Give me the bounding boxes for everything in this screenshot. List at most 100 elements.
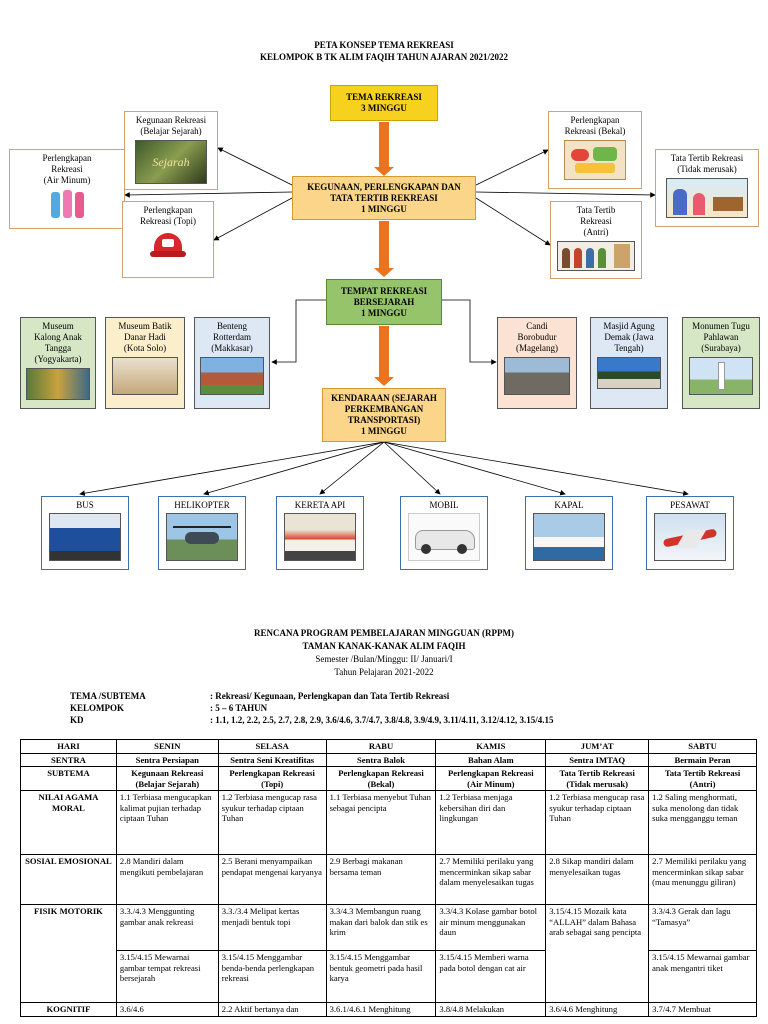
table-row-kog: KOGNITIF 3.6/4.6 2.2 Aktif bertanya dan … xyxy=(20,1002,757,1017)
item-label: Rekreasi (Topi) xyxy=(139,216,197,226)
table-cell: 2.8 Sikap mandiri dalam menyelesaikan tu… xyxy=(545,854,650,905)
place-label: Danar Hadi xyxy=(124,332,166,342)
place-label: (Makkasar) xyxy=(211,343,253,353)
table-cell: Perlengkapan Rekreasi (Air Minum) xyxy=(435,766,547,791)
table-cell: 1.2 Terbiasa mengucap rasa syukur terhad… xyxy=(545,790,650,855)
item-label: Perlengkapan xyxy=(570,115,620,125)
table-cell: 2.2 Aktif bertanya dan xyxy=(217,1002,327,1017)
table-cell: SABTU xyxy=(648,739,757,754)
table-cell: SUBTEMA xyxy=(20,766,117,791)
table-cell: 3.8/4.8 Melakukan xyxy=(435,1002,547,1017)
subtema3-box: KENDARAAN (SEJARAH PERKEMBANGAN TRANSPOR… xyxy=(322,388,446,442)
table-cell: Perlengkapan Rekreasi (Bekal) xyxy=(325,766,437,791)
ship-image xyxy=(533,513,605,561)
subtema3-line4: 1 MINGGU xyxy=(361,426,407,436)
vehicle-pesawat: PESAWAT xyxy=(646,496,734,570)
connector-lines xyxy=(79,147,689,496)
rppm-school: TAMAN KANAK-KANAK ALIM FAQIH xyxy=(302,641,466,651)
place-label: Masjid Agung xyxy=(603,321,655,331)
table-cell: Bahan Alam xyxy=(435,752,547,767)
table-cell: 1.2 Terbiasa menjaga kebersihan diri dan… xyxy=(435,790,547,855)
place-benteng: Benteng Rotterdam (Makkasar) xyxy=(194,317,270,409)
table-cell: 3.15/4.15 Menggambar benda-benda perleng… xyxy=(217,950,327,1003)
vehicle-label: MOBIL xyxy=(429,500,459,510)
kd-label: KD xyxy=(70,715,84,725)
item-label: (Belajar Sejarah) xyxy=(140,126,202,136)
table-cell: FISIK MOTORIK xyxy=(20,904,117,1003)
table-cell: Sentra Seni Kreatifitas xyxy=(217,752,327,767)
place-borobudur: Candi Borobudur (Magelang) xyxy=(497,317,577,409)
place-label: Tengah) xyxy=(614,343,644,353)
place-museum-batik: Museum Batik Danar Hadi (Kota Solo) xyxy=(105,317,185,409)
place-label: Museum Batik xyxy=(118,321,172,331)
place-masjid-demak: Masjid Agung Demak (Jawa Tengah) xyxy=(590,317,668,409)
vehicle-kapal: KAPAL xyxy=(525,496,613,570)
table-cell: RABU xyxy=(325,739,437,754)
table-cell: 2.9 Berbagi makanan bersama teman xyxy=(325,854,437,905)
place-tugu-pahlawan: Monumen Tugu Pahlawan (Surabaya) xyxy=(682,317,760,409)
item-kegunaan-sejarah: Kegunaan Rekreasi (Belajar Sejarah) Seja… xyxy=(124,111,218,190)
table-cell: 2.7 Memiliki perilaku yang mencerminkan … xyxy=(435,854,547,905)
subtema2-line1: TEMPAT REKREASI xyxy=(340,285,428,296)
table-row-fm-a: FISIK MOTORIK 3.3./4.3 Menggunting gamba… xyxy=(20,904,757,1003)
item-label: Perlengkapan xyxy=(42,153,92,163)
lunchbox-icon xyxy=(564,140,626,180)
table-cell: 3.3./3.4 Melipat kertas menjadi bentuk t… xyxy=(217,904,327,951)
subtema1-box: KEGUNAAN, PERLENGKAPAN DAN TATA TERTIB R… xyxy=(292,176,476,220)
arrow-down-3 xyxy=(374,326,394,386)
item-label: (Tidak merusak) xyxy=(677,164,737,174)
arrow-down-2 xyxy=(374,221,394,277)
place-label: (Magelang) xyxy=(516,343,558,353)
table-row-fm-b: 3.15/4.15 Mewarnai gambar tempat rekreas… xyxy=(21,950,757,1003)
table-row-sosem: SOSIAL EMOSIONAL 2.8 Mandiri dalam mengi… xyxy=(20,854,757,905)
kelompok-value: : 5 – 6 TAHUN xyxy=(210,703,268,713)
table-cell: SOSIAL EMOSIONAL xyxy=(20,854,117,905)
vehicle-label: KAPAL xyxy=(554,500,584,510)
place-label: (Surabaya) xyxy=(701,343,741,353)
subtema3-line2: PERKEMBANGAN xyxy=(344,404,424,414)
bus-image xyxy=(49,513,121,561)
subtema1-line3: 1 MINGGU xyxy=(361,203,407,214)
tema-line1: TEMA REKREASI xyxy=(346,92,422,102)
table-cell: 1.1 Terbiasa menyebut Tuhan sebagai penc… xyxy=(325,790,437,855)
train-image xyxy=(284,513,356,561)
item-label: (Antri) xyxy=(583,227,609,237)
plane-image xyxy=(654,513,726,561)
table-cell: Sentra IMTAQ xyxy=(545,752,650,767)
map-title-line1: PETA KONSEP TEMA REKREASI xyxy=(314,40,454,50)
tema-label: TEMA /SUBTEMA xyxy=(70,691,146,701)
monument-image xyxy=(689,357,753,395)
item-label: (Air Minum) xyxy=(43,175,91,185)
table-cell: 3.3/4.3 Membangun ruang makan dari balok… xyxy=(325,904,437,951)
place-label: Tangga xyxy=(44,343,72,353)
rppm-table: HARI SENIN SELASA RABU KAMIS JUM’AT SABT… xyxy=(20,739,757,1017)
table-cell: Tata Tertib Rekreasi (Tidak merusak) xyxy=(545,766,650,791)
table-cell: 2.5 Berani menyampaikan pendapat mengena… xyxy=(217,854,327,905)
table-cell: Bermain Peran xyxy=(648,752,757,767)
table-cell: Sentra Balok xyxy=(325,752,437,767)
tema-box: TEMA REKREASI 3 MINGGU xyxy=(330,85,438,121)
museum-image xyxy=(26,368,90,400)
kd-value: : 1.1, 1.2, 2.2, 2.5, 2.7, 2.8, 2.9, 3.6… xyxy=(210,715,554,725)
vehicle-mobil: MOBIL xyxy=(400,496,488,570)
water-bottle-icon xyxy=(47,190,87,218)
map-title-line2: KELOMPOK B TK ALIM FAQIH TAHUN AJARAN 20… xyxy=(259,52,509,62)
table-cell: 3.6.1/4.6.1 Menghitung xyxy=(325,1002,437,1017)
table-cell: KOGNITIF xyxy=(20,1002,117,1017)
item-air-minum: Perlengkapan Rekreasi (Air Minum) xyxy=(9,149,125,229)
item-label: Tata Tertib xyxy=(576,205,616,215)
sejarah-image: Sejarah xyxy=(135,140,207,184)
table-cell: 3.3./4.3 Menggunting gambar anak rekreas… xyxy=(115,904,219,951)
helicopter-image xyxy=(166,513,238,561)
table-cell: Perlengkapan Rekreasi (Topi) xyxy=(217,766,327,791)
tema-line2: 3 MINGGU xyxy=(361,103,407,113)
vehicle-label: PESAWAT xyxy=(670,500,710,510)
place-label: Rotterdam xyxy=(213,332,251,342)
table-cell: JUM’AT xyxy=(545,739,650,754)
vehicle-label: KERETA API xyxy=(294,500,346,510)
place-label: (Yogyakarta) xyxy=(34,354,82,364)
table-cell: Kegunaan Rekreasi (Belajar Sejarah) xyxy=(115,766,219,791)
item-bekal: Perlengkapan Rekreasi (Bekal) xyxy=(548,111,642,189)
table-cell: 3.6/4.6 xyxy=(115,1002,219,1017)
place-label: (Kota Solo) xyxy=(123,343,167,353)
